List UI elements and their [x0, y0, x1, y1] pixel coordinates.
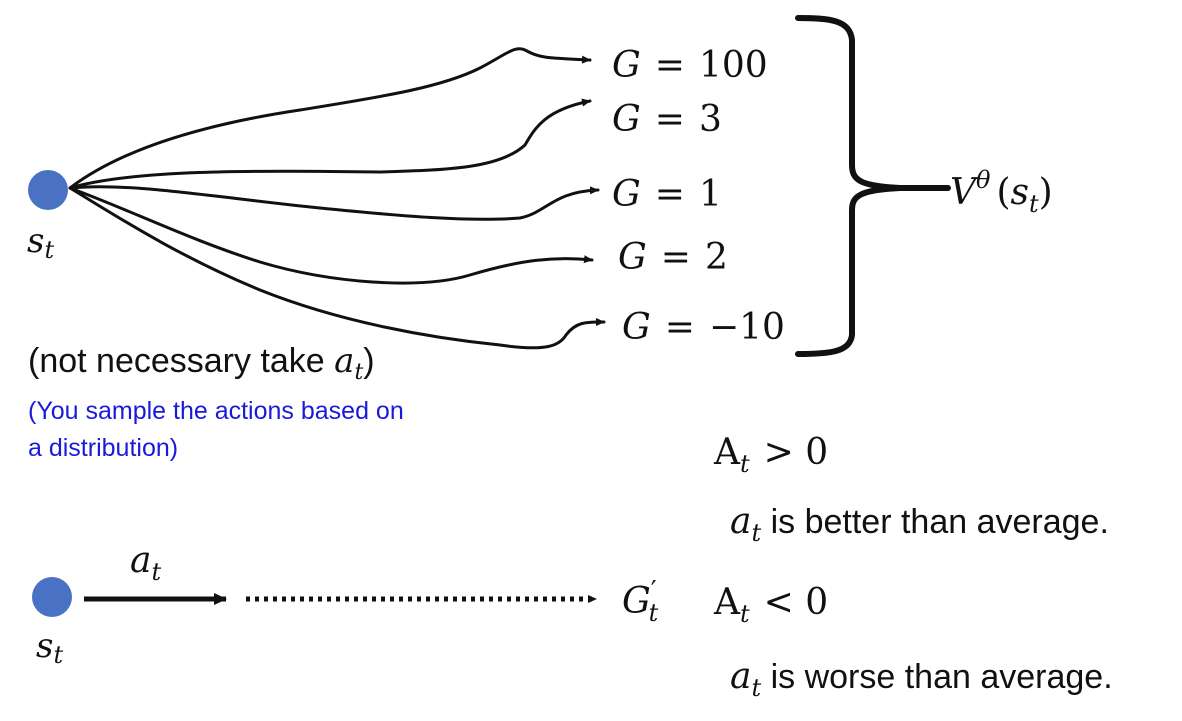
return-label-3: G=1: [612, 174, 722, 215]
return-label-2: G=3: [612, 99, 722, 140]
caption-text: (not necessary take at): [28, 341, 375, 385]
action-label: at: [130, 540, 161, 586]
trajectory-paths: [68, 47, 606, 350]
advantage-positive: At> 0: [713, 432, 828, 478]
trajectory-to-g-10: [68, 186, 606, 350]
return-labels: G=100 G=3 G=1 G=2 G=−10: [612, 45, 785, 348]
state-label: st: [27, 221, 54, 264]
grouping-brace: [795, 15, 951, 357]
return-label-1: G=100: [612, 45, 768, 86]
observed-return-label: G′t: [622, 576, 659, 627]
state-node: [28, 170, 68, 210]
trajectory-to-g3: [68, 98, 592, 190]
bottom-state-label: st: [36, 626, 63, 669]
return-label-4: G=2: [618, 237, 728, 278]
sampling-note-line-2: a distribution): [28, 434, 178, 462]
value-function-label: Vθ(st): [950, 166, 1053, 218]
advantage-negative-text: at is worse than average.: [730, 656, 1113, 702]
advantage-negative: At< 0: [713, 582, 828, 628]
trajectory-to-g1: [68, 185, 600, 221]
trajectory-to-g2: [68, 186, 594, 285]
sampling-note-line-1: (You sample the actions based on: [28, 397, 404, 425]
advantage-positive-text: at is better than average.: [730, 501, 1109, 547]
bottom-state-node: [32, 577, 72, 617]
trajectory-to-g100: [68, 47, 592, 190]
return-label-5: G=−10: [622, 307, 785, 348]
